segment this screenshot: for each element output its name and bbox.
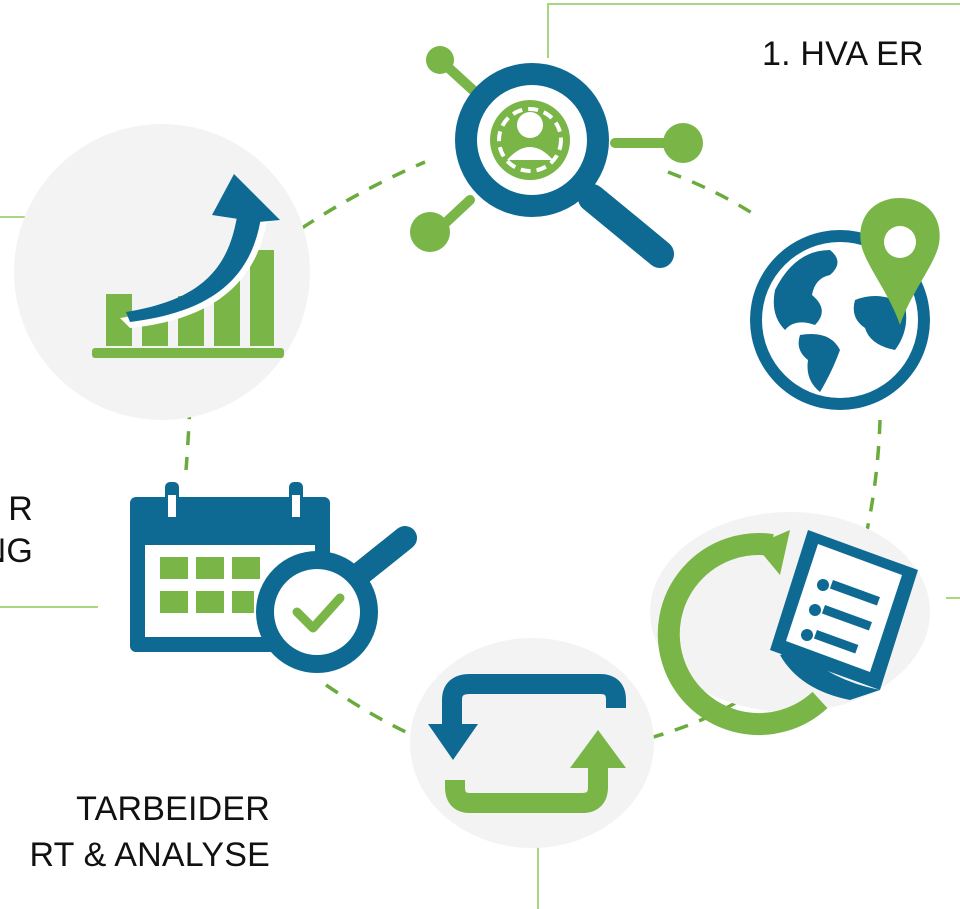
connector-bottom-right bbox=[649, 698, 741, 740]
sync-arrows-icon bbox=[428, 674, 626, 813]
growth-chart-arrow-icon bbox=[92, 174, 284, 358]
icon-halos bbox=[14, 124, 930, 848]
calendar-check-magnifier-icon bbox=[130, 482, 417, 673]
step-label-bottom-line-1: TARBEIDER bbox=[76, 790, 270, 828]
step-label-1: 1. HVA ER bbox=[762, 35, 924, 73]
step-label-calendar: R NG bbox=[0, 488, 33, 572]
connector-bottom-left bbox=[325, 683, 409, 735]
step-label-calendar-line-1: R bbox=[8, 490, 33, 528]
connector-right bbox=[864, 419, 882, 536]
document-refresh-icon bbox=[657, 530, 918, 735]
step-label-bottom-line-2: RT & ANALYSE bbox=[29, 836, 270, 874]
connector-top-right bbox=[667, 170, 756, 217]
step-label-calendar-line-2: NG bbox=[0, 532, 33, 570]
connector-top-left bbox=[301, 160, 426, 230]
step-label-bottom: TARBEIDER RT & ANALYSE bbox=[29, 786, 270, 878]
magnifier-person-network-icon bbox=[410, 46, 703, 268]
leader-line-top bbox=[547, 3, 960, 58]
globe-location-pin-icon bbox=[750, 198, 940, 410]
